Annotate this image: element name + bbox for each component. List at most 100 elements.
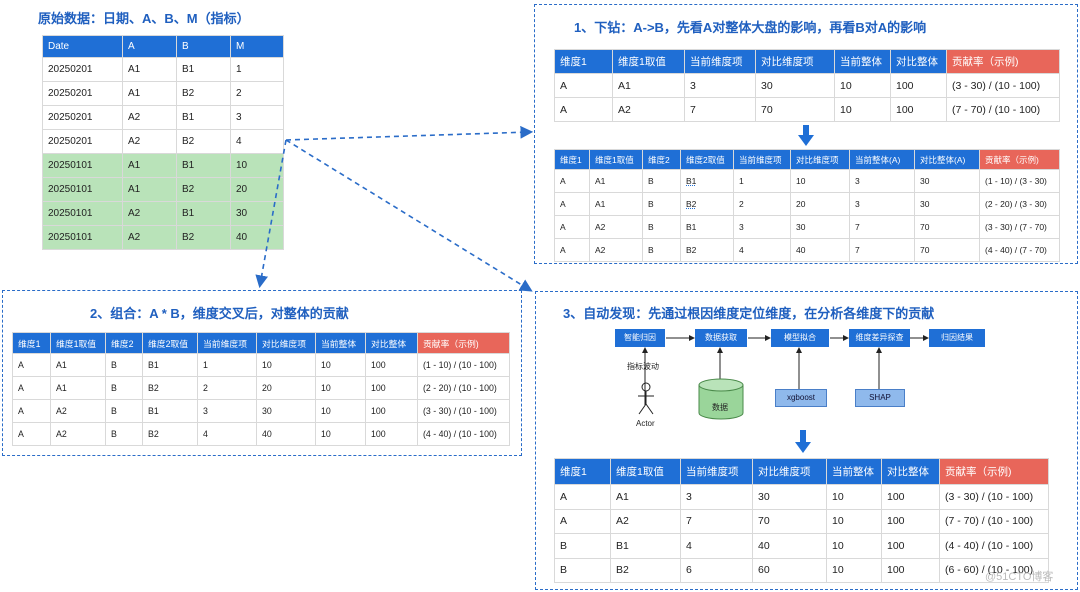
table-cell: A [554, 484, 611, 510]
table-cell: 20 [790, 192, 850, 216]
drill-box [534, 4, 1078, 264]
table-cell: 7 [680, 508, 753, 534]
table-cell: 100 [365, 376, 418, 400]
table-header: 对比整体 [881, 458, 940, 485]
table-cell: A2 [612, 97, 685, 122]
table-cell: 100 [881, 533, 940, 559]
table-cell: 10 [315, 353, 366, 377]
table-cell: 100 [881, 557, 940, 583]
table-cell: B1 [176, 153, 231, 178]
table-cell: 10 [826, 484, 882, 510]
metric-label: 指标波动 [627, 362, 659, 371]
flow-connectors [642, 335, 929, 405]
down-arrow-icon [798, 125, 814, 146]
table-cell: B [105, 422, 143, 446]
table-header: 当前维度项 [680, 458, 753, 485]
table-cell: (2 - 20) / (10 - 100) [417, 376, 510, 400]
table-cell: A1 [122, 57, 177, 82]
table-cell: 2 [230, 81, 284, 106]
table-header: 维度2取值 [680, 149, 734, 170]
table-header: 维度1取值 [589, 149, 643, 170]
auto-box [535, 291, 1078, 590]
table-header: 当前整体 [826, 458, 882, 485]
table-header: 对比整体 [890, 49, 947, 74]
table-cell: 3 [849, 169, 915, 193]
table-cell: 10 [315, 376, 366, 400]
table-cell: 10 [834, 97, 891, 122]
table-cell: 10 [256, 353, 316, 377]
database-icon [698, 378, 744, 420]
table-cell: B1 [176, 201, 231, 226]
combo-box [2, 290, 522, 456]
table-header: 贡献率（示例) [939, 458, 1049, 485]
table-cell: B [642, 169, 681, 193]
table-cell: (6 - 60) / (10 - 100) [939, 557, 1049, 583]
table-cell: A [12, 422, 51, 446]
table-cell: 7 [684, 97, 756, 122]
table-cell: 40 [230, 225, 284, 250]
table-cell: 20 [256, 376, 316, 400]
table-cell: 4 [230, 129, 284, 154]
table-cell: 100 [365, 422, 418, 446]
table-cell: A1 [610, 484, 681, 510]
table-cell: 10 [826, 557, 882, 583]
table-cell: 20250101 [42, 177, 123, 202]
table-cell: 30 [230, 201, 284, 226]
table-cell: A [554, 192, 590, 216]
table-cell: 20 [230, 177, 284, 202]
table-cell: A [554, 215, 590, 239]
table-cell: 30 [914, 192, 980, 216]
flow-step: 归因结果 [929, 329, 985, 347]
table-header: 对比维度项 [256, 332, 316, 354]
table-cell: 7 [849, 238, 915, 262]
table-cell: 10 [834, 73, 891, 98]
table-cell: B2 [680, 238, 734, 262]
actor-icon [638, 382, 654, 415]
raw-data-title: 原始数据：日期、A、B、M（指标） [38, 11, 250, 26]
table-header: 当前维度项 [197, 332, 257, 354]
table-cell: 10 [315, 399, 366, 423]
table-cell: 20250201 [42, 129, 123, 154]
auto-title: 3、自动发现：先通过根因维度定位维度，在分析各维度下的贡献 [563, 306, 935, 321]
flow-step: 维度差异探查 [849, 329, 910, 347]
raw-header: M [230, 35, 284, 58]
table-header: 维度1 [554, 458, 611, 485]
table-cell: 4 [197, 422, 257, 446]
table-cell: 3 [849, 192, 915, 216]
flow-step: 模型拟合 [771, 329, 829, 347]
table-cell: (3 - 30) / (7 - 70) [979, 215, 1060, 239]
table-cell: 30 [790, 215, 850, 239]
table-cell: A [554, 73, 613, 98]
table-cell: A1 [50, 376, 106, 400]
table-cell: 40 [752, 533, 827, 559]
table-cell: 40 [790, 238, 850, 262]
table-cell: A2 [589, 238, 643, 262]
table-header: 维度1 [554, 149, 590, 170]
table-cell: (3 - 30) / (10 - 100) [939, 484, 1049, 510]
actor-label: Actor [636, 419, 655, 428]
table-cell: 30 [914, 169, 980, 193]
table-cell: B [554, 557, 611, 583]
table-cell: 100 [890, 97, 947, 122]
down-arrow-icon [795, 430, 811, 453]
table-header: 对比维度项 [752, 458, 827, 485]
model-box: xgboost [775, 389, 827, 407]
table-cell: 70 [752, 508, 827, 534]
table-cell: (1 - 10) / (10 - 100) [417, 353, 510, 377]
flow-step: 智能归因 [615, 329, 665, 347]
